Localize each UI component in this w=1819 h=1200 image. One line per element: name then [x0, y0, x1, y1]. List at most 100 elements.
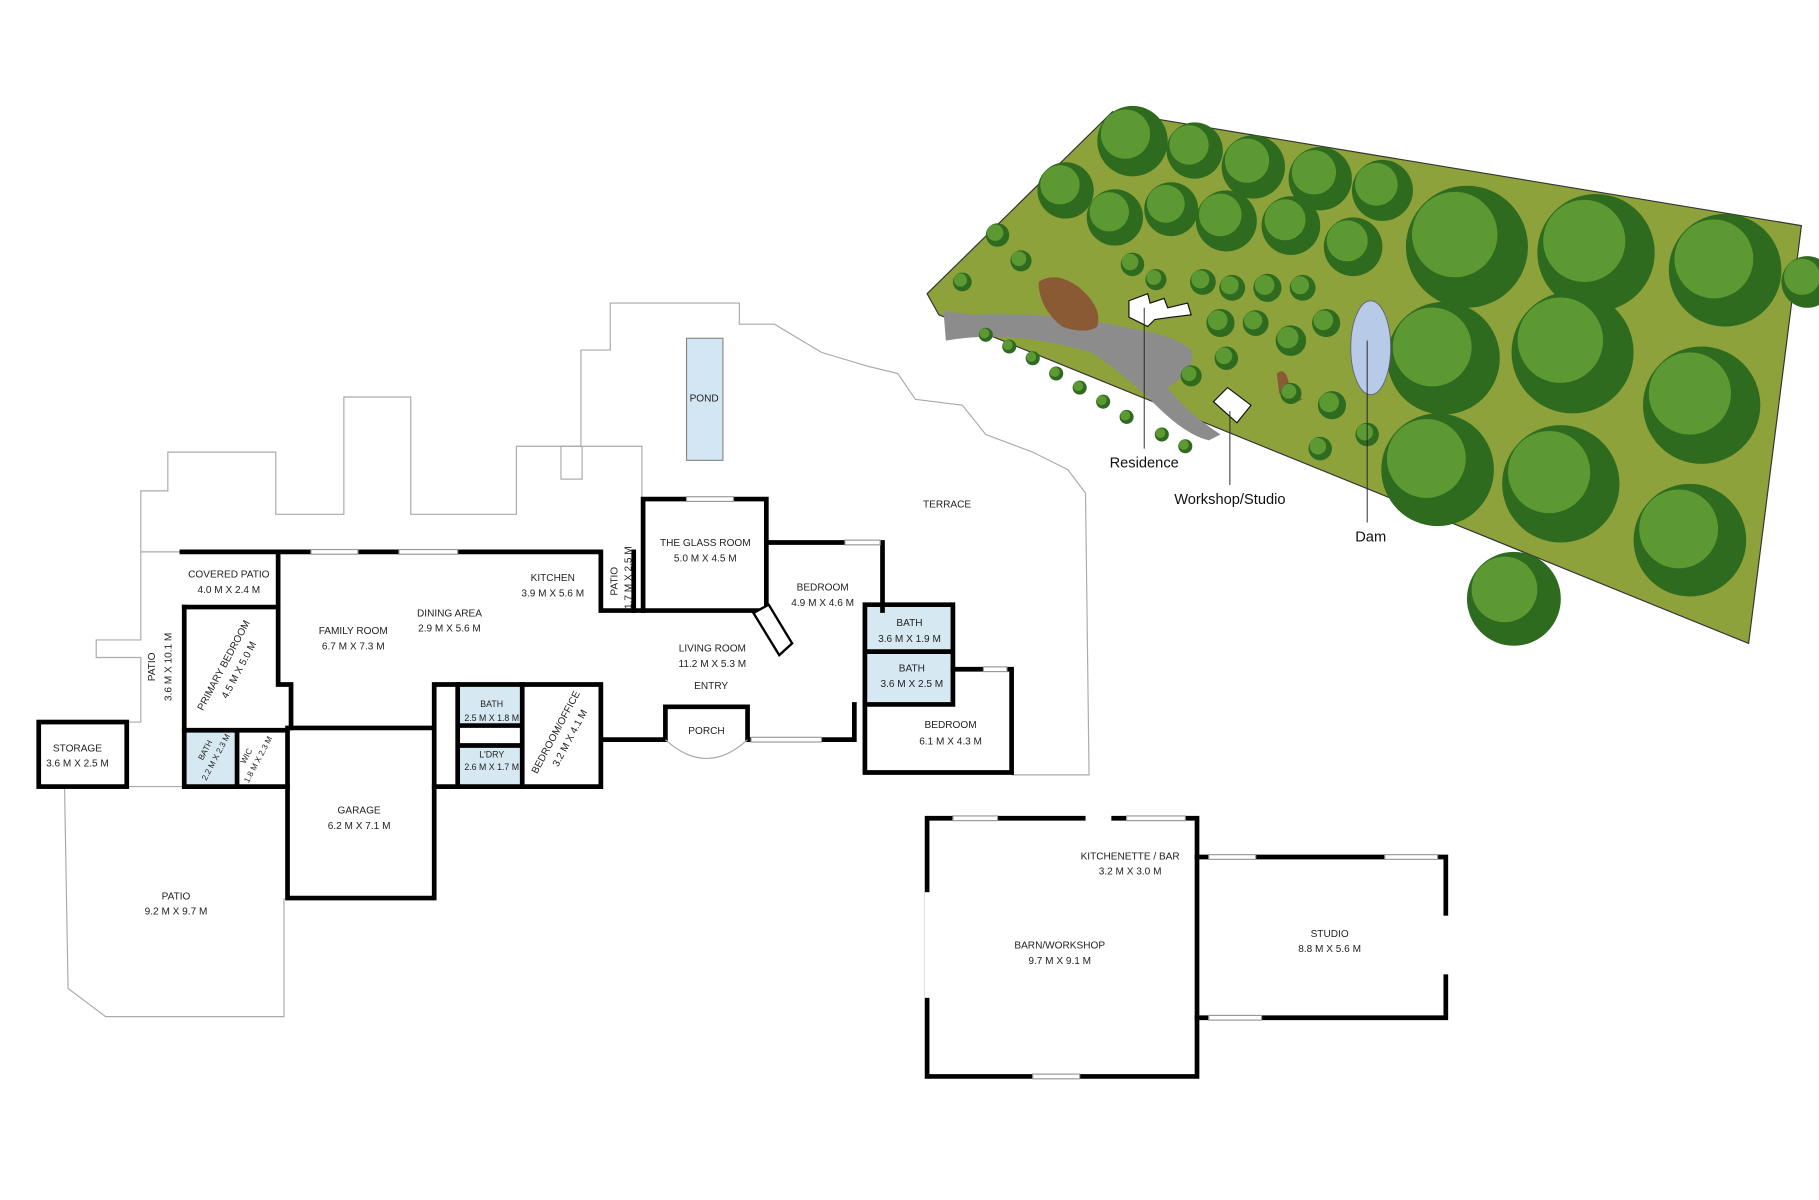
tree — [1180, 365, 1202, 387]
tree — [1668, 213, 1782, 327]
living-room-size: 11.2 M X 5.3 M — [679, 659, 747, 670]
tree — [1221, 135, 1286, 199]
tree — [1312, 308, 1341, 338]
tree — [1289, 274, 1316, 301]
tree — [1381, 413, 1494, 527]
tree — [1189, 269, 1216, 295]
kitchen-size: 3.9 M X 5.6 M — [521, 588, 584, 599]
laundry-name: L'DRY — [479, 749, 504, 759]
bedroom-1-name: BEDROOM — [797, 583, 849, 594]
covered-patio-size: 4.0 M X 2.4 M — [197, 585, 260, 596]
tree — [1537, 193, 1655, 312]
bedroom-1-size: 4.9 M X 4.6 M — [791, 598, 854, 609]
tree — [1308, 436, 1332, 461]
pond-label: POND — [690, 394, 719, 405]
porch-label: PORCH — [688, 726, 724, 737]
tree — [952, 272, 972, 292]
bath-2-name: BATH — [899, 664, 925, 675]
tree — [1144, 182, 1199, 237]
laundry-size: 2.6 M X 1.7 M — [464, 762, 519, 772]
bedroom-2-size: 6.1 M X 4.3 M — [919, 736, 982, 747]
family-room-size: 6.7 M X 7.3 M — [322, 641, 385, 652]
tree — [1072, 380, 1087, 395]
tree — [1037, 162, 1094, 219]
bath-1-size: 3.6 M X 1.9 M — [878, 634, 941, 645]
tree — [1002, 339, 1017, 354]
tree — [1253, 273, 1282, 302]
fireplace — [751, 603, 794, 657]
covered-patio-name: COVERED PATIO — [188, 570, 270, 581]
patio-bottom-size: 9.2 M X 9.7 M — [145, 907, 208, 918]
bath-2-size: 3.6 M X 2.5 M — [880, 679, 943, 690]
patio-left-name: PATIO — [147, 652, 158, 681]
terrace-outline — [580, 302, 1090, 776]
tree — [1323, 217, 1383, 277]
entry-label: ENTRY — [694, 681, 728, 692]
workshop-studio-label: Workshop/Studio — [1174, 492, 1285, 508]
tree — [1195, 190, 1257, 252]
outbuildings-plan: KITCHENETTE / BAR 3.2 M X 3.0 M BARN/WOR… — [924, 814, 1450, 1080]
barn-name: BARN/WORKSHOP — [1014, 941, 1105, 952]
tree — [1242, 310, 1269, 336]
trees — [952, 105, 1819, 646]
kitchen-name: KITCHEN — [531, 573, 575, 584]
side-patio-size: 1.7 M X 2.5 M — [623, 546, 634, 609]
driveway — [943, 311, 1221, 441]
side-patio-name: PATIO — [609, 567, 620, 596]
tree — [1405, 185, 1528, 308]
barn-size: 9.7 M X 9.1 M — [1028, 956, 1091, 967]
dam — [1350, 300, 1392, 396]
garage-size: 6.2 M X 7.1 M — [328, 821, 391, 832]
glass-room-name: THE GLASS ROOM — [660, 538, 751, 549]
dining-area-size: 2.9 M X 5.6 M — [418, 624, 481, 635]
porch-bay — [665, 739, 748, 759]
tree — [1096, 394, 1111, 409]
glass-room-size: 5.0 M X 4.5 M — [674, 553, 737, 564]
bath-1-name: BATH — [896, 618, 922, 629]
tree — [1145, 269, 1167, 291]
bedroom-2-name: BEDROOM — [925, 720, 977, 731]
dam-label: Dam — [1355, 529, 1386, 545]
tree — [978, 327, 993, 342]
dining-area-name: DINING AREA — [417, 608, 482, 619]
terrace-label: TERRACE — [923, 499, 971, 510]
tree — [1049, 366, 1064, 381]
site-plan: Residence Workshop/Studio Dam — [926, 105, 1819, 646]
tree — [1280, 382, 1302, 405]
tree — [1317, 391, 1347, 420]
tree — [1025, 351, 1040, 366]
studio-name: STUDIO — [1311, 929, 1349, 940]
tree — [1154, 427, 1169, 442]
studio-size: 8.8 M X 5.6 M — [1298, 944, 1361, 955]
tree — [1178, 439, 1193, 454]
tree — [1781, 256, 1819, 308]
tree — [1097, 105, 1168, 177]
tree — [1119, 409, 1134, 424]
tree — [1219, 274, 1246, 301]
outdoor-outline — [140, 396, 643, 552]
living-room-name: LIVING ROOM — [679, 644, 746, 655]
storage-name: STORAGE — [53, 743, 102, 754]
patio-left-size: 3.6 M X 10.1 M — [163, 633, 174, 701]
garage-name: GARAGE — [338, 806, 381, 817]
tree — [1261, 196, 1321, 255]
residence-label: Residence — [1110, 455, 1179, 471]
tree — [1387, 301, 1500, 415]
tree — [1466, 551, 1561, 646]
tree — [1206, 308, 1235, 338]
tree — [1010, 250, 1032, 272]
tree — [1086, 189, 1144, 246]
bath-3-size: 2.5 M X 1.8 M — [464, 713, 519, 723]
tree — [985, 223, 1010, 247]
walls — [36, 496, 1014, 901]
workshop-building — [1212, 386, 1252, 424]
patio-bottom-name: PATIO — [162, 891, 191, 902]
tree — [1288, 147, 1352, 211]
tree — [1511, 291, 1634, 414]
tree — [1633, 483, 1747, 597]
storage-size: 3.6 M X 2.5 M — [46, 759, 109, 770]
tree — [1214, 346, 1239, 370]
tree — [1275, 325, 1307, 356]
tree — [1120, 252, 1145, 277]
